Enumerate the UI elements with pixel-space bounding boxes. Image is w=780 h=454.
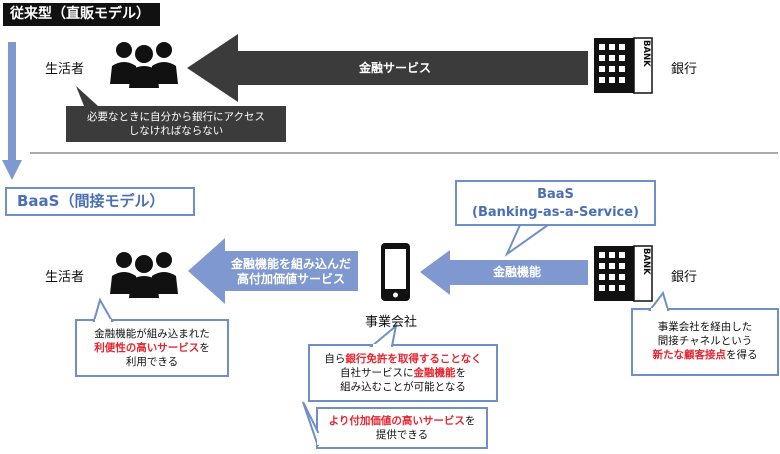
bank-tag-bottom: BANK: [641, 248, 651, 275]
consumer-callout-line1: 金融機能が組み込まれた: [94, 328, 210, 340]
company-callout1-line1: 自ら銀行免許を取得することなく: [309, 352, 497, 366]
business-company-label: 事業会社: [365, 315, 418, 330]
consumer-callout: 金融機能が組み込まれた 利便性の高いサービスを 利用できる: [76, 327, 228, 369]
bank-callout-shape: [631, 290, 779, 376]
company-callout2-line1-rest: を: [464, 415, 476, 427]
company-callout2-highlight: より付加価値の高いサービス: [328, 415, 465, 427]
bank-tag: BANK: [641, 40, 651, 67]
smartphone-icon: [381, 243, 410, 301]
company-callout2: より付加価値の高いサービスを 提供できる: [317, 414, 487, 442]
consumers-icon-bottom: [110, 252, 178, 298]
baas-model-title: BaaS（間接モデル）: [5, 187, 195, 216]
value-added-line1: 金融機能を組み込んだ: [230, 257, 351, 271]
financial-function-arrow: [420, 250, 588, 295]
company-callout1-highlight1: 銀行免許を取得することなく: [345, 353, 482, 365]
company-callout2-shape: [302, 401, 488, 449]
bank-label: 銀行: [671, 62, 698, 77]
baas-box: BaaS (Banking-as-a-Service): [455, 180, 656, 226]
bank-callout-highlight: 新たな顧客接点: [652, 349, 727, 361]
value-added-service-arrow-label: 金融機能を組み込んだ 高付加価値サービス: [224, 257, 358, 287]
consumer-label: 生活者: [45, 62, 85, 77]
company-callout1-line2-prefix: 自社サービスに: [340, 367, 414, 379]
company-callout1-line2-rest: を: [455, 367, 467, 379]
value-added-service-arrow: [188, 238, 358, 304]
bank-callout-line1: 事業会社を経由した: [657, 321, 753, 333]
bank-callout: 事業会社を経由した 間接チャネルという 新たな顧客接点を得る: [632, 320, 778, 362]
consumer-callout-line2-rest: を: [199, 342, 210, 354]
company-callout1-line2: 自社サービスに金融機能を: [309, 366, 497, 380]
company-callout2-line1: より付加価値の高いサービスを: [317, 414, 487, 428]
financial-service-arrow: [187, 34, 588, 102]
bank-building-icon-bottom: [594, 245, 653, 302]
financial-service-arrow-label: 金融サービス: [358, 61, 431, 75]
bank-building-icon: [594, 37, 653, 94]
consumer-callout-highlight: 利便性の高いサービス: [94, 342, 200, 354]
baas-box-line1: BaaS: [537, 187, 574, 202]
company-callout1: 自ら銀行免許を取得することなく 自社サービスに金融機能を 組み込むことが可能とな…: [309, 352, 497, 394]
company-callout1-highlight2: 金融機能: [413, 367, 456, 379]
company-callout1-line1-prefix: 自ら: [324, 353, 346, 365]
company-callout1-shape: [308, 323, 498, 402]
top-callout: 必要なときに自分から銀行にアクセス しなければならない: [66, 110, 286, 138]
bank-callout-line2: 間接チャネルという: [657, 335, 753, 347]
financial-function-arrow-label: 金融機能: [492, 265, 541, 279]
company-callout2-line2: 提供できる: [375, 429, 429, 441]
company-callout1-line3: 組み込むことが可能となる: [340, 381, 466, 393]
consumers-icon: [110, 42, 178, 88]
baas-box-tail: [504, 224, 552, 257]
transition-down-arrow: [2, 42, 22, 180]
consumer-callout-shape: [75, 297, 229, 377]
top-callout-line1: 必要なときに自分から銀行にアクセス: [87, 111, 265, 123]
bank-label-bottom: 銀行: [671, 270, 698, 285]
top-callout-shape: [66, 86, 286, 142]
bank-callout-line3: 新たな顧客接点を得る: [632, 348, 778, 362]
value-added-line2: 高付加価値サービス: [236, 272, 345, 286]
traditional-model-title: 従来型（直販モデル）: [3, 3, 160, 26]
bank-callout-line3-rest: を得る: [726, 349, 758, 361]
consumer-label-bottom: 生活者: [45, 270, 85, 285]
consumer-callout-line3: 利用できる: [125, 356, 179, 368]
baas-box-line2: (Banking-as-a-Service): [472, 205, 639, 220]
top-callout-line2: しなければならない: [128, 125, 224, 137]
consumer-callout-line2: 利便性の高いサービスを: [76, 341, 228, 355]
